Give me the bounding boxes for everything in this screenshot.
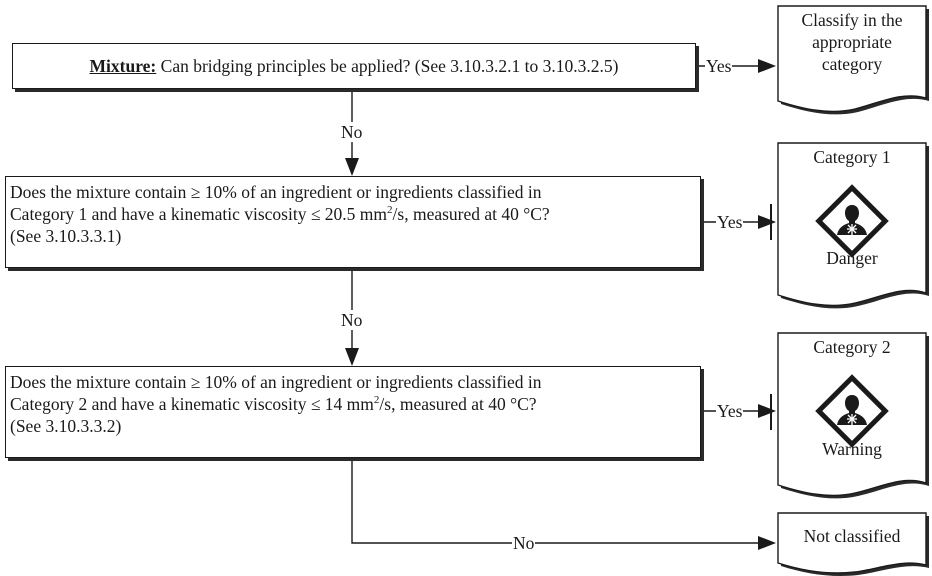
question-line: Category 2 and have a kinematic viscosit…: [10, 394, 537, 414]
question-box-bridging: Mixture: Can bridging principles be appl…: [12, 43, 696, 89]
health-hazard-icon: [815, 184, 889, 258]
outcome-category-2-title: Category 2: [813, 337, 891, 357]
no-label: No: [340, 310, 364, 330]
question-box-category-1: Does the mixture contain ≥ 10% of an ing…: [5, 176, 701, 268]
outcome-category-1-title: Category 1: [813, 147, 891, 167]
no-label: No: [340, 122, 364, 142]
question-line: Category 1 and have a kinematic viscosit…: [10, 204, 550, 224]
yes-label: Yes: [716, 401, 744, 421]
yes-label: Yes: [716, 212, 744, 232]
question-reference: (See 3.10.3.3.1): [10, 226, 122, 246]
question-reference: (See 3.10.3.3.2): [10, 416, 122, 436]
health-hazard-icon: [815, 374, 889, 448]
question-line: Does the mixture contain ≥ 10% of an ing…: [10, 182, 542, 202]
outcome-doc-4: [777, 512, 927, 574]
connectors: [340, 65, 772, 544]
question-text: Can bridging principles be applied? (See…: [156, 56, 619, 76]
outcome-classify-text: Classify in the appropriate category: [801, 10, 903, 74]
outcome-doc-1: [777, 5, 927, 113]
question-line: Does the mixture contain ≥ 10% of an ing…: [10, 372, 542, 392]
arrowheads: [345, 59, 776, 550]
yes-label: Yes: [705, 56, 733, 76]
signal-word-danger: Danger: [826, 248, 878, 268]
document-shapes: [777, 5, 927, 574]
signal-word-warning: Warning: [822, 439, 882, 459]
outcome-not-classified: Not classified: [803, 526, 901, 546]
mixture-label: Mixture:: [89, 56, 157, 76]
question-box-category-2: Does the mixture contain ≥ 10% of an ing…: [5, 366, 701, 458]
no-label: No: [512, 533, 536, 553]
